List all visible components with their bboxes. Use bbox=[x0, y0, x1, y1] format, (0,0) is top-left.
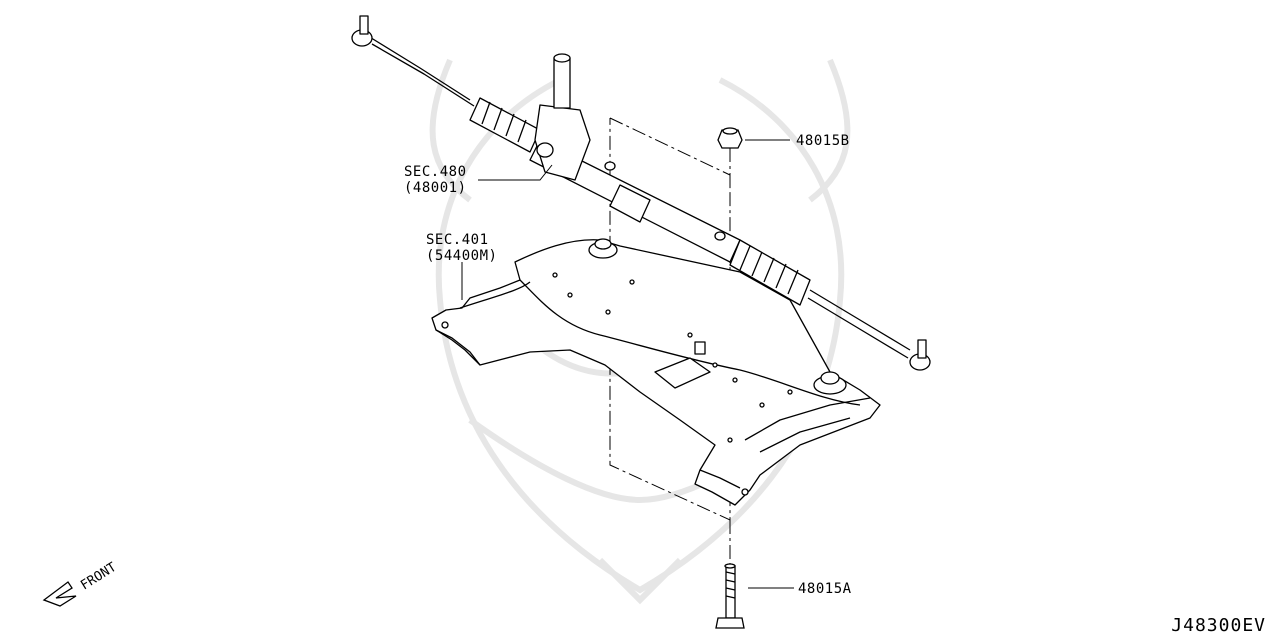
callout-bolt: 48015A bbox=[798, 581, 852, 597]
front-suspension-member bbox=[431, 238, 881, 506]
figure-id: J48300EV bbox=[1171, 615, 1266, 636]
callout-gear-part: (48001) bbox=[404, 180, 467, 196]
callout-nut: 48015B bbox=[796, 133, 850, 149]
steering-gear-assembly bbox=[351, 15, 931, 371]
callout-member-section: SEC.401 bbox=[426, 232, 489, 248]
front-label: FRONT bbox=[78, 560, 119, 594]
callout-member-part: (54400M) bbox=[426, 248, 498, 264]
front-direction-arrow: FRONT bbox=[42, 560, 119, 607]
callout-gear-section: SEC.480 bbox=[404, 164, 467, 180]
bolt-48015a bbox=[715, 563, 745, 629]
leader-lines bbox=[461, 139, 794, 589]
nut-48015b bbox=[717, 127, 743, 149]
